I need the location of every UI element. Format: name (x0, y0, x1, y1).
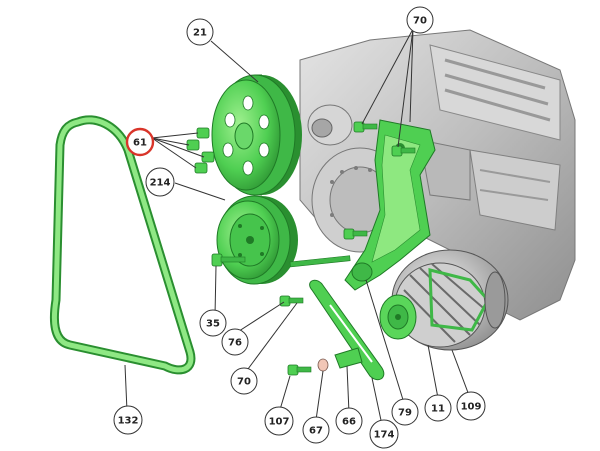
callout-132: 132 (113, 405, 143, 435)
bracket-bolts-top (343, 121, 416, 240)
callout-107: 107 (264, 406, 294, 436)
callout-label: 214 (150, 178, 171, 189)
callouts: 21 70 61 214 35 76 70 132 (113, 6, 486, 449)
callout-label: 67 (309, 426, 323, 437)
callout-70-top: 70 (406, 6, 434, 34)
callout-label: 79 (398, 408, 412, 419)
crank-pulley-upper (211, 74, 302, 196)
callout-label: 66 (342, 417, 356, 428)
callout-11: 11 (424, 394, 452, 422)
callout-76: 76 (221, 328, 249, 356)
pulley-bolts (186, 127, 215, 174)
callout-label: 107 (269, 417, 290, 428)
callout-67: 67 (302, 416, 330, 444)
spacer-66 (334, 347, 363, 369)
callout-109: 109 (456, 391, 486, 421)
leader-lines (124, 28, 471, 426)
callout-label: 132 (118, 416, 139, 427)
mounting-stud (279, 255, 351, 307)
callout-label: 61 (133, 138, 147, 149)
washer-and-bolt (287, 358, 329, 376)
callout-66: 66 (335, 407, 363, 435)
callout-label: 70 (237, 377, 251, 388)
callout-label: 21 (193, 28, 207, 39)
pulley-bolt-35 (211, 253, 246, 267)
callout-174: 174 (369, 419, 399, 449)
crank-pulley-lower (216, 195, 298, 285)
callout-21: 21 (186, 18, 214, 46)
alternator-bracket (344, 119, 436, 291)
callout-label: 76 (228, 338, 242, 349)
callout-79: 79 (391, 398, 419, 426)
callout-35: 35 (199, 309, 227, 337)
serpentine-belt (49, 115, 196, 375)
callout-214: 214 (145, 167, 175, 197)
callout-label: 35 (206, 319, 220, 330)
callout-label: 11 (431, 404, 445, 415)
callout-label: 109 (461, 402, 482, 413)
callout-70-lower: 70 (230, 367, 258, 395)
adjuster-arm (309, 279, 385, 381)
callout-61-highlighted: 61 (125, 127, 155, 157)
alternator (379, 249, 509, 351)
callout-label: 70 (413, 16, 427, 27)
callout-label: 174 (374, 430, 395, 441)
